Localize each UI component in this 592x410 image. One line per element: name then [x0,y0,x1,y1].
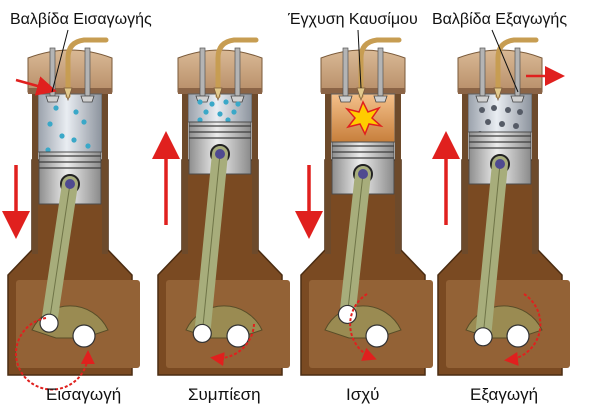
crank-pin [40,314,58,332]
cylinder-wall-left [325,94,331,254]
stroke-label-compression: Συμπίεση [188,386,261,403]
engine-power [301,40,433,375]
cylinder-wall-left [462,94,468,254]
exhaust-gas-particle [491,105,497,111]
valve-stem-left [343,48,348,96]
valve-head-right [81,96,94,102]
crank-pin [338,305,356,323]
fuel-air-particle [223,99,228,104]
rod-small-end [495,159,505,169]
engine-compression [158,40,290,375]
crank-pin [193,324,211,342]
fuel-air-particle [203,109,208,114]
fuel-air-particle [47,121,52,126]
stroke-label-power: Ισχύ [346,386,379,403]
crank-pin [474,328,492,346]
cylinder-wall-left [32,94,38,254]
valve-head-left [46,96,59,102]
fuel-air-particle [81,119,86,124]
valve-stem-right [378,48,383,96]
valve-head-right [374,96,387,102]
valve-head-right [511,96,524,102]
fuel-air-particle [59,133,64,138]
valve-stem-left [200,48,205,96]
cylinder-wall-left [182,94,188,254]
valve-stem-right [235,48,240,96]
valve-head-left [339,96,352,102]
valve-head-left [476,96,489,102]
crankshaft-main [73,325,95,347]
engine-intake [8,40,140,389]
exhaust-gas-particle [499,121,505,127]
cylinder-wall-right [532,94,538,254]
crankshaft-main [366,325,388,347]
fuel-air-particle [53,105,58,110]
valve-head-right [231,96,244,102]
cylinder-wall-right [102,94,108,254]
valve-stem-left [480,48,485,96]
exhaust-gas-particle [513,123,519,129]
exhaust-gas-particle [517,109,523,115]
cylinder-wall-right [252,94,258,254]
fuel-air-particle [73,109,78,114]
rod-small-end [65,179,75,189]
fuel-air-particle [85,143,90,148]
cylinder-wall-right [395,94,401,254]
exhaust-valve-label: Βαλβίδα Εξαγωγής [432,12,567,28]
combustion-chamber [38,94,102,152]
intake-valve-label: Βαλβίδα Εισαγωγής [10,12,152,28]
exhaust-gas-particle [479,107,485,113]
valve-stem-right [85,48,90,96]
fuel-air-particle [209,101,214,106]
valve-stem-right [515,48,520,96]
stroke-label-intake: Εισαγωγή [46,386,121,403]
engine-exhaust [438,40,570,375]
fuel-air-particle [197,99,202,104]
stroke-label-exhaust: Εξαγωγή [470,386,538,403]
exhaust-gas-particle [485,119,491,125]
exhaust-gas-particle [505,107,511,113]
fuel-injection-label: Έγχυση Καυσίμου [288,12,418,28]
fuel-air-particle [235,101,240,106]
fuel-air-particle [71,137,76,142]
crankshaft-main [507,325,529,347]
fuel-air-particle [231,109,236,114]
rod-small-end [215,149,225,159]
fuel-air-particle [217,111,222,116]
rod-small-end [358,169,368,179]
